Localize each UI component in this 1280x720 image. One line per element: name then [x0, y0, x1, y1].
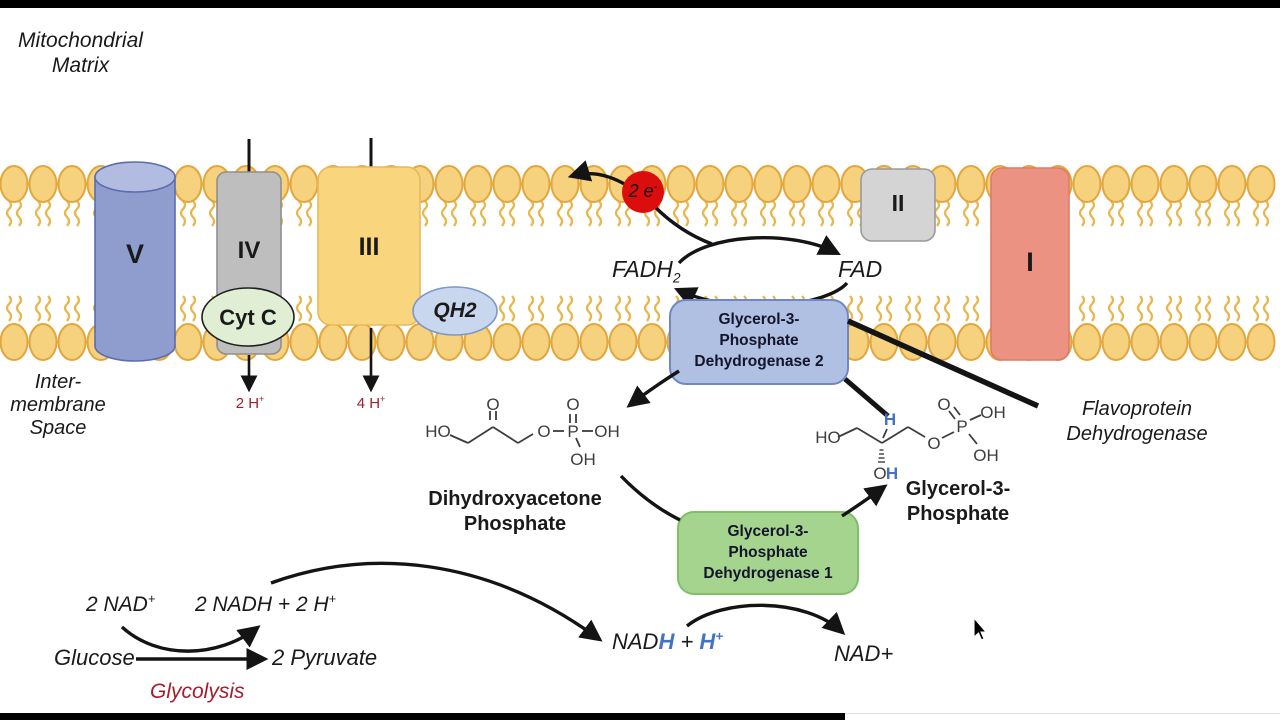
complex-ii-shape — [860, 168, 936, 242]
h-transfer-line — [843, 377, 890, 418]
gpd2-box — [669, 299, 849, 385]
fadh2-to-fad-arrow — [677, 235, 841, 265]
complex-iii-proton-label: 4 H+ — [356, 394, 386, 413]
dhap-oh-right: OH — [594, 422, 620, 441]
dhap-oh-bottom: OH — [570, 450, 596, 469]
glycolysis-label: Glycolysis — [150, 680, 245, 703]
cyt-c-label: Cyt C — [219, 305, 277, 330]
fadh2-label: FADH2 — [612, 256, 681, 286]
glycolysis-to-nadh-arrow — [270, 561, 603, 642]
gpd1-label: Glycerol-3- Phosphate Dehydrogenase 1 — [703, 523, 833, 582]
dhap-name-label: Dihydroxyacetone Phosphate — [428, 488, 602, 535]
g3p-h-below-blue: H — [886, 464, 898, 483]
dhap-ho: HO — [425, 422, 451, 441]
complex-ii-label: II — [891, 190, 905, 216]
g3p-oh-top: OH — [980, 403, 1006, 422]
g3p-ho: HO — [815, 428, 841, 447]
dhap-structure: HO O O P OH O OH — [425, 395, 620, 469]
g3p-name-label: Glycerol-3- Phosphate — [905, 478, 1011, 525]
glycolysis-nad-in-label: 2 NAD+ — [86, 592, 156, 616]
flavoprotein-label: Flavoprotein Dehydrogenase — [1066, 398, 1208, 445]
complex-v-label: V — [125, 239, 144, 269]
nad-recycle-arrow — [120, 625, 261, 653]
g3p-p: P — [956, 417, 967, 436]
electron-left-arrow — [567, 160, 629, 188]
nad-plus-label: NAD+ — [834, 641, 894, 666]
matrix-label: Mitochondrial Matrix — [18, 29, 143, 77]
complex-iii-shape — [317, 166, 421, 326]
mouse-cursor — [973, 616, 988, 641]
g3p-h-blue: H — [884, 410, 896, 429]
g3p-o-top: O — [937, 395, 950, 414]
qh2-shape — [412, 286, 498, 336]
g3p-structure: HO H O H O P O OH OH — [815, 395, 1006, 483]
dhap-to-gpd1-curve — [619, 474, 681, 522]
electron-pair-circle — [622, 171, 664, 213]
g3p-ester-o: O — [927, 434, 940, 453]
electron-exit-curve — [652, 204, 713, 246]
qh2-label: QH2 — [433, 299, 477, 322]
gpd2-label: Glycerol-3- Phosphate Dehydrogenase 2 — [694, 311, 824, 370]
flavoprotein-pointer-line — [846, 318, 1040, 409]
gpd1-box — [677, 511, 859, 595]
electron-pair-label: 2 e- — [628, 181, 658, 201]
letterbox-bottom — [0, 713, 845, 720]
dhap-ester-o: O — [537, 422, 550, 441]
letterbox-top — [0, 0, 1280, 8]
dhap-carbonyl-o: O — [486, 395, 499, 414]
complex-i-shape — [990, 167, 1070, 361]
reaction-arrows — [120, 160, 1040, 671]
fad-label: FAD — [838, 256, 883, 282]
g3p-o-below: O — [873, 464, 886, 483]
cyt-c-shape — [201, 287, 295, 347]
complex-i-label: I — [1026, 247, 1034, 277]
complex-iv-proton-label: 2 H+ — [235, 394, 265, 413]
nadh-to-nad-arrow — [685, 603, 846, 636]
intermembrane-label: Inter- membrane Space — [10, 371, 106, 439]
complex-iv-label: IV — [237, 237, 261, 264]
glycolysis-nadh-out-label: 2 NADH + 2 H+ — [195, 592, 336, 616]
g3p-oh-bottom: OH — [973, 446, 999, 465]
pyruvate-label: 2 Pyruvate — [272, 645, 378, 670]
frame-edge-line — [845, 713, 1280, 714]
gpd2-to-dhap-arrow — [626, 369, 680, 408]
glucose-label: Glucose — [54, 645, 135, 670]
nadh-label: NADH + H+ — [612, 628, 724, 654]
dhap-p: P — [567, 422, 578, 441]
dhap-o-top: O — [566, 395, 579, 414]
gpd1-to-g3p-arrow — [841, 484, 888, 518]
complex-v-shape — [94, 161, 176, 362]
complex-iii-label: III — [358, 233, 380, 261]
